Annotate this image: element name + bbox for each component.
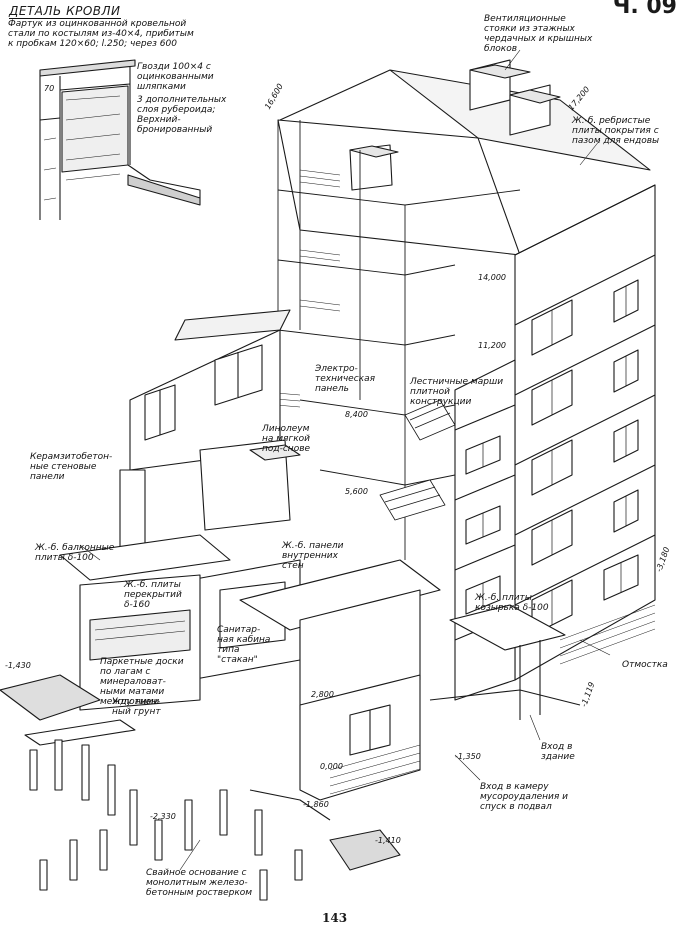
dim-minus-1-410: -1,410 xyxy=(375,836,401,845)
left-section xyxy=(59,309,656,801)
roof-detail-title: ДЕТАЛЬ КРОВЛИ xyxy=(9,4,121,19)
label-interior-wall-panels: Ж.-б. панели внутренних стен xyxy=(282,541,344,571)
label-canopy-slabs: Ж.-б. плиты козырька δ-100 xyxy=(475,593,549,613)
dim-minus-2-330: -2,330 xyxy=(150,812,176,821)
page-corner-mark: Ч. 09 xyxy=(612,0,677,19)
dim-0-000: 0,000 xyxy=(320,762,343,771)
label-pile-foundation: Свайное основание с монолитным железо-бе… xyxy=(146,868,253,898)
page-number: 143 xyxy=(322,911,348,925)
dim-8-400: 8,400 xyxy=(345,410,368,419)
dim-11-200: 11,200 xyxy=(478,341,506,350)
label-ribbed-roof-slabs: Ж.-б. ребристые плиты покрытия с пазом д… xyxy=(572,116,660,146)
label-electrical-panel: Электро-техническая панель xyxy=(315,364,376,394)
roof-nails-note: Гвозди 100×4 с оцинкованными шляпками xyxy=(137,62,214,92)
label-linoleum: Линолеум на мягкой под-снове xyxy=(262,424,311,454)
roof-layers-note: 3 дополнительных слоя рубероида; Верхний… xyxy=(137,95,227,135)
dim-minus-1-430-left: -1,430 xyxy=(5,661,31,670)
label-compacted-soil: Уплотнен-ный грунт xyxy=(112,697,161,717)
label-claydite-panels: Керамзитобетон-ные стеновые панели xyxy=(30,452,113,482)
dim-minus-1-860: -1,860 xyxy=(303,800,329,809)
dim-14-000: 14,000 xyxy=(478,273,506,282)
label-entrance: Вход в здание xyxy=(541,742,575,762)
label-blind-area: Отмостка xyxy=(622,660,668,670)
label-parquet-boards: Паркетные доски по лагам с минераловат-н… xyxy=(100,657,184,707)
label-garbage-entrance: Вход в камеру мусороудаления и спуск в п… xyxy=(480,782,569,812)
roof-detail-sketch xyxy=(39,59,201,220)
dim-5-600: 5,600 xyxy=(345,487,368,496)
label-floor-slabs: Ж.-б. плиты перекрытий δ-160 xyxy=(124,580,182,610)
roof-dim-70: 70 xyxy=(44,84,55,93)
label-sanitary-cabin: Санитар-ная кабина типа "стакан" xyxy=(217,625,271,665)
label-vent-stacks: Вентиляционные стояки из этажных чердачн… xyxy=(484,14,593,54)
label-stair-flights: Лестничные марши плитной конструкции xyxy=(410,377,504,407)
pile-foundation xyxy=(0,674,401,901)
roof-flashing-note: Фартук из оцинкованной кровельной стали … xyxy=(8,19,194,49)
label-balcony-slabs: Ж.-б. балконные плиты δ-100 xyxy=(35,543,115,563)
dim-minus-1-350: -1,350 xyxy=(455,752,481,761)
dim-2-800: 2,800 xyxy=(311,690,334,699)
